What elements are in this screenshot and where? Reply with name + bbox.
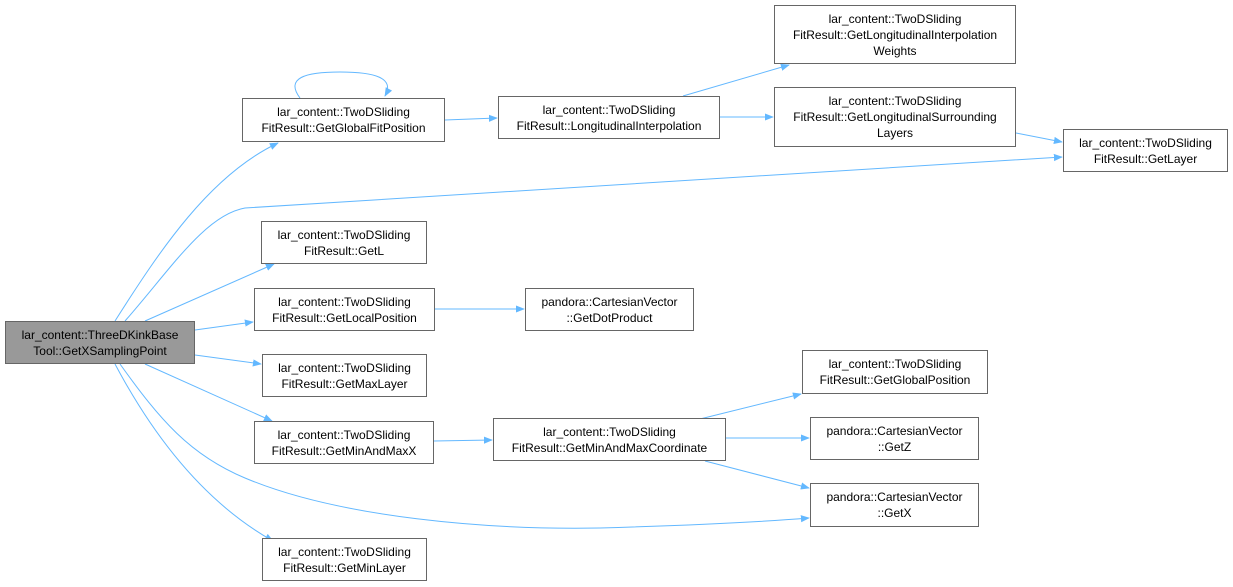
node-longitudinalinterpolation[interactable]: lar_content::TwoDSliding FitResult::Long… [498,96,720,139]
node-getlayer[interactable]: lar_content::TwoDSliding FitResult::GetL… [1063,129,1228,172]
node-getlongitudinalsurroundinglayers[interactable]: lar_content::TwoDSliding FitResult::GetL… [774,87,1016,147]
node-getmaxlayer-label: lar_content::TwoDSliding FitResult::GetM… [278,360,411,391]
node-root-label: lar_content::ThreeDKinkBase Tool::GetXSa… [21,327,179,358]
node-getl-label: lar_content::TwoDSliding FitResult::GetL [277,227,411,258]
node-getx-label: pandora::CartesianVector ::GetX [826,490,963,520]
edge-root-to-getglobalfitposition [114,142,279,322]
node-getl[interactable]: lar_content::TwoDSliding FitResult::GetL [261,221,427,264]
edge-root-to-getlocalposition [194,319,254,331]
node-getdotproduct-label: pandora::CartesianVector ::GetDotProduct [541,294,678,325]
edge-longitudinalinterpolation-to-weights [682,63,790,97]
edge-getminandmaxcoordinate-to-getglobalposition [699,392,802,420]
edge-getglobalfitposition-self [294,71,393,99]
node-getmaxlayer[interactable]: lar_content::TwoDSliding FitResult::GetM… [262,354,427,397]
node-getz[interactable]: pandora::CartesianVector ::GetZ [810,417,979,460]
node-getlocalposition[interactable]: lar_content::TwoDSliding FitResult::GetL… [254,288,435,331]
edge-root-to-getx [119,363,810,529]
node-getlongitudinalinterpolationweights-label: lar_content::TwoDSliding FitResult::GetL… [792,11,998,58]
edge-root-to-getminlayer [114,363,274,542]
node-getlongitudinalsurroundinglayers-label: lar_content::TwoDSliding FitResult::GetL… [793,94,997,140]
node-getminandmaxcoordinate[interactable]: lar_content::TwoDSliding FitResult::GetM… [493,418,726,461]
node-getlocalposition-label: lar_content::TwoDSliding FitResult::GetL… [272,294,417,325]
node-getglobalposition-label: lar_content::TwoDSliding FitResult::GetG… [819,357,971,387]
edge-getglobalfitposition-to-longitudinalinterpolation [444,114,498,122]
node-getdotproduct[interactable]: pandora::CartesianVector ::GetDotProduct [525,288,694,331]
node-getminlayer[interactable]: lar_content::TwoDSliding FitResult::GetM… [262,538,427,581]
edge-root-to-getl [144,263,275,322]
node-getx[interactable]: pandora::CartesianVector ::GetX [810,483,979,527]
node-getminandmaxx-label: lar_content::TwoDSliding FitResult::GetM… [271,427,417,458]
node-longitudinalinterpolation-label: lar_content::TwoDSliding FitResult::Long… [516,102,702,133]
node-getglobalfitposition[interactable]: lar_content::TwoDSliding FitResult::GetG… [242,98,445,142]
edge-getminandmaxx-to-getminandmaxcoordinate [433,436,493,444]
node-getglobalposition[interactable]: lar_content::TwoDSliding FitResult::GetG… [802,350,988,394]
node-getz-label: pandora::CartesianVector ::GetZ [826,423,963,454]
node-root[interactable]: lar_content::ThreeDKinkBase Tool::GetXSa… [5,321,195,364]
node-getglobalfitposition-label: lar_content::TwoDSliding FitResult::GetG… [261,105,426,135]
edge-root-to-getmaxlayer [194,354,262,367]
edge-root-to-getlayer [124,153,1063,322]
node-getlayer-label: lar_content::TwoDSliding FitResult::GetL… [1079,135,1212,166]
edge-getminandmaxcoordinate-to-getx [704,460,810,490]
edge-root-to-getminandmaxx [144,363,273,422]
node-getminandmaxcoordinate-label: lar_content::TwoDSliding FitResult::GetM… [511,424,708,455]
edge-surroundinglayers-to-getlayer [1015,132,1063,144]
node-getminlayer-label: lar_content::TwoDSliding FitResult::GetM… [278,544,411,575]
node-getlongitudinalinterpolationweights[interactable]: lar_content::TwoDSliding FitResult::GetL… [774,5,1016,64]
node-getminandmaxx[interactable]: lar_content::TwoDSliding FitResult::GetM… [254,421,434,464]
